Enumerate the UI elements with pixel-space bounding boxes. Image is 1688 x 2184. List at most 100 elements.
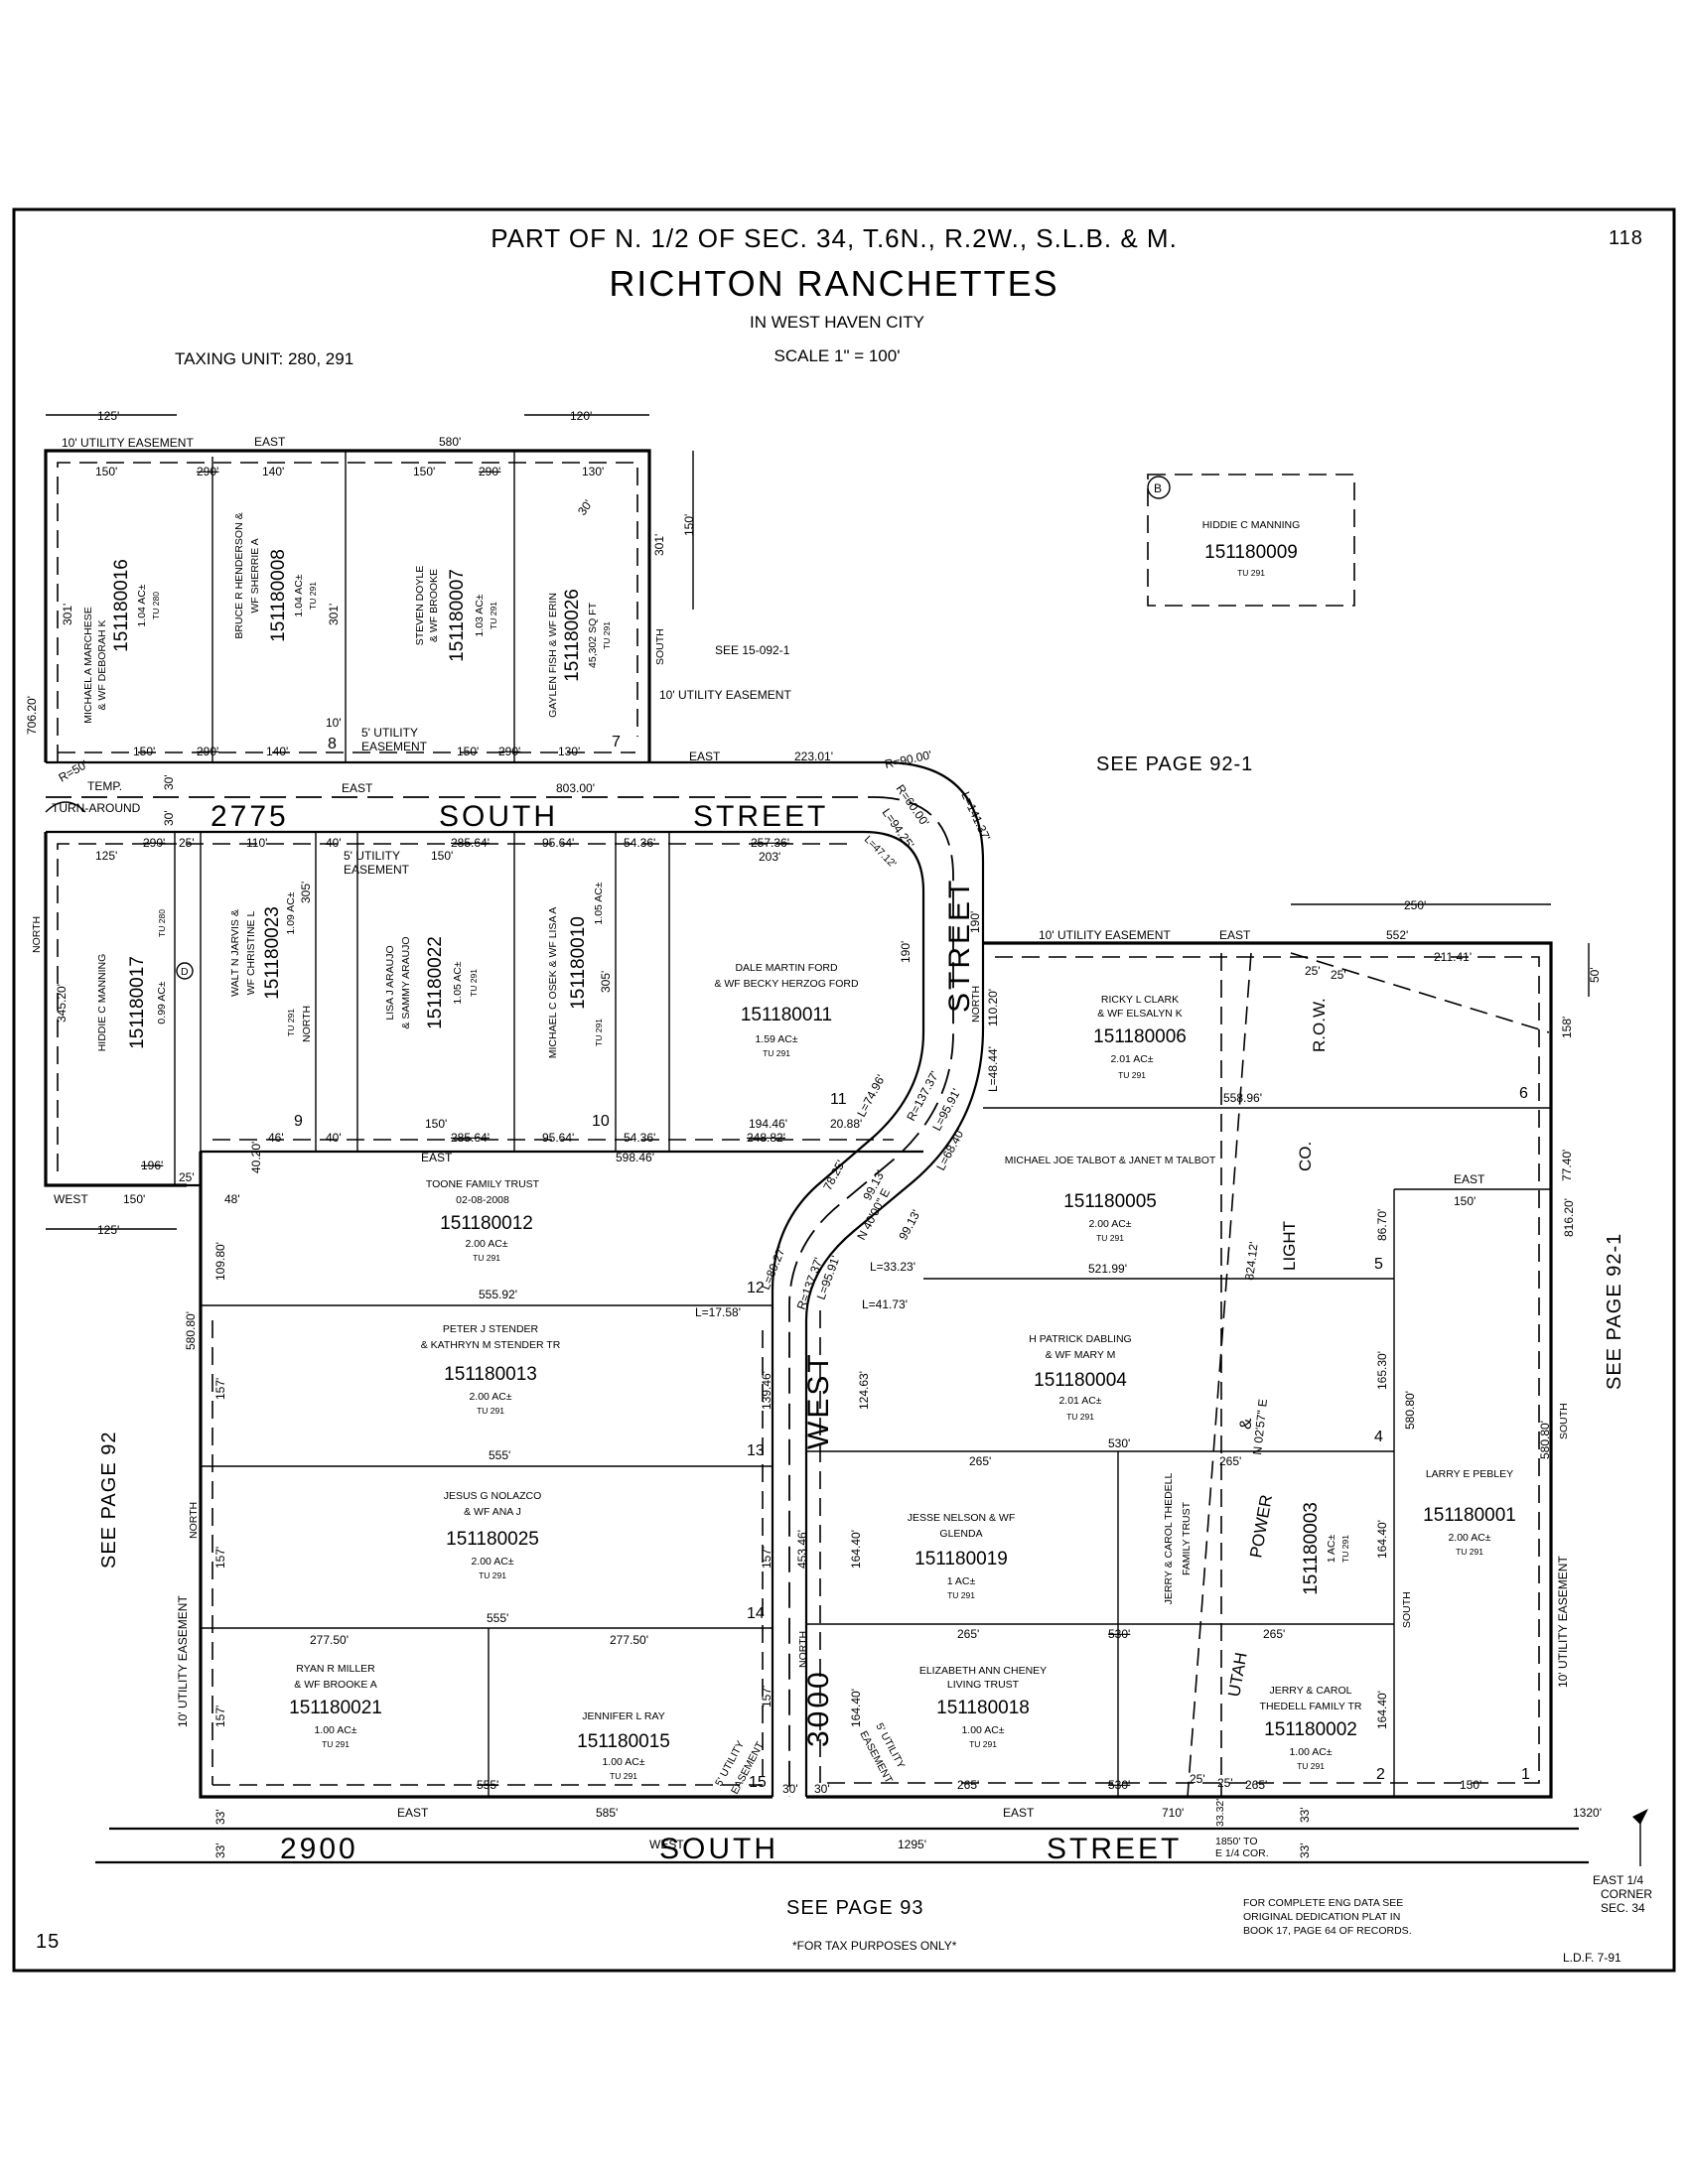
easement-label: 5' UTILITY [361,726,418,740]
dim: NORTH [188,1502,200,1539]
dim: 140' [266,745,288,758]
parcel-151180025: JESUS G NOLAZCO & WF ANA J 151180025 2.0… [444,1490,542,1580]
svg-text:JERRY & CAROL: JERRY & CAROL [1269,1685,1351,1697]
row-label: UTAH [1224,1651,1251,1699]
parcel-151180005: MICHAEL JOE TALBOT & JANET M TALBOT 1511… [1005,1155,1216,1243]
svg-text:TU 291: TU 291 [610,1771,637,1781]
svg-text:GAYLEN FISH & WF ERIN: GAYLEN FISH & WF ERIN [547,593,559,718]
svg-text:BRUCE R HENDERSON &: BRUCE R HENDERSON & [233,512,245,638]
dim: 248.82' [747,1131,785,1145]
dim: 250' [1404,898,1426,912]
dim: L=74.96' [854,1072,888,1119]
dim: 194.46' [749,1117,787,1131]
svg-text:151180002: 151180002 [1264,1719,1357,1740]
dim: 125' [95,849,117,863]
lot-number: 6 [1519,1085,1528,1102]
eng-note: ORIGINAL DEDICATION PLAT IN [1243,1911,1400,1923]
dim: SOUTH [654,628,666,665]
dim: 265' [1245,1778,1267,1792]
dim: 265' [1219,1454,1241,1468]
svg-text:JESSE NELSON & WF: JESSE NELSON & WF [908,1512,1016,1524]
dim: 110' [246,836,267,850]
marker-b: B [1154,481,1162,495]
dim: 125' [97,409,119,423]
svg-text:2.01 AC±: 2.01 AC± [1110,1053,1153,1065]
svg-text:1.00 AC±: 1.00 AC± [314,1724,356,1736]
dim: 150' [1454,1194,1476,1208]
dim: 277.50' [610,1633,648,1647]
dim: 824.12' [1242,1241,1261,1281]
page-number: 118 [1609,227,1643,249]
parcel-151180009-box [1147,474,1355,607]
taxing-unit: TAXING UNIT: 280, 291 [175,349,353,368]
lot-number: 1 [1521,1766,1530,1783]
dim: 33' [1298,1843,1312,1858]
parcel-151180007: STEVEN DOYLE & WF BROOKE 151180007 1.03 … [414,566,498,662]
svg-text:151180012: 151180012 [440,1213,533,1234]
svg-text:151180008: 151180008 [268,549,289,642]
dim: 30' [782,1782,798,1796]
dim: 78.25' [820,1158,848,1192]
dim: 25' [1190,1772,1205,1786]
dim: 706.20' [25,696,39,735]
dim: 150' [413,465,435,478]
dim: EAST [254,435,286,449]
ref-label: SEE 15-092-1 [715,643,790,657]
svg-text:TU 291: TU 291 [594,1019,604,1046]
parcel-151180012: TOONE FAMILY TRUST 02-08-2008 151180012 … [426,1178,540,1263]
dim: N 02'57" E [1250,1399,1270,1456]
dim: 290' [498,745,520,758]
svg-text:1.00 AC±: 1.00 AC± [1289,1746,1332,1758]
parcel-151180026: GAYLEN FISH & WF ERIN 151180026 45,302 S… [547,589,612,718]
street-2900-south [95,1827,1589,1864]
dim: 157' [760,1686,774,1707]
svg-text:TU 291: TU 291 [763,1048,790,1058]
parcel-151180004: H PATRICK DABLING & WF MARY M 151180004 … [1029,1333,1131,1422]
dim: L=47.12' [862,834,899,871]
dim: 46' [268,1131,284,1145]
block-east [806,941,1553,1799]
dim: 157' [760,1547,774,1569]
dim: 530' [1108,1436,1130,1450]
easement-label: 10' UTILITY EASEMENT [176,1595,190,1727]
svg-text:1.05 AC±: 1.05 AC± [452,961,464,1004]
dim: 265' [957,1627,979,1641]
see-page-92: SEE PAGE 92 [98,1432,120,1569]
dim: EAST [689,750,721,763]
svg-text:& WF BROOKE: & WF BROOKE [428,569,440,642]
svg-text:TU 291: TU 291 [1340,1535,1350,1563]
svg-text:151180013: 151180013 [444,1364,537,1385]
street-name: SOUTH [659,1833,778,1865]
parcel-151180003: JERRY & CAROL THEDELL FAMILY TRUST 15118… [1163,1473,1350,1605]
dim: 301' [327,604,341,625]
svg-text:JERRY & CAROL THEDELL: JERRY & CAROL THEDELL [1163,1473,1175,1605]
dim: 140' [262,465,284,478]
dim: 50' [1588,967,1602,983]
dim: 555' [487,1611,508,1625]
svg-text:TU 291: TU 291 [1066,1412,1094,1422]
dim: NORTH [797,1631,809,1668]
svg-text:1.05 AC±: 1.05 AC± [593,882,605,924]
corner-number: 15 [36,1931,60,1953]
row-label: & [1236,1418,1255,1430]
row-label: R.O.W. [1310,998,1329,1052]
svg-text:H PATRICK DABLING: H PATRICK DABLING [1029,1333,1131,1345]
parcel-151180017: HIDDIE C MANNING 151180017 0.99 AC± TU 2… [96,909,168,1052]
svg-text:MICHAEL A MARCHESE: MICHAEL A MARCHESE [82,607,94,723]
svg-text:151180004: 151180004 [1034,1370,1127,1391]
dim: 95.64' [542,836,574,850]
dim: 816.20' [1562,1198,1576,1237]
parcel-151180010: MICHAEL C OSEK & WF LISA A 151180010 1.0… [547,882,605,1058]
section-description: PART OF N. 1/2 OF SEC. 34, T.6N., R.2W.,… [491,223,1178,253]
svg-text:2.00 AC±: 2.00 AC± [1088,1218,1131,1230]
easement-label: 5' UTILITY [344,849,400,863]
lot-number: 11 [830,1091,847,1108]
dim: L=41.73' [862,1297,908,1311]
dim: 290' [479,465,500,478]
dim: 125' [97,1223,119,1237]
dim: EAST [397,1806,429,1820]
dim: 803.00' [556,781,595,795]
svg-text:1 AC±: 1 AC± [947,1575,976,1587]
svg-text:JESUS G NOLAZCO: JESUS G NOLAZCO [444,1490,542,1502]
